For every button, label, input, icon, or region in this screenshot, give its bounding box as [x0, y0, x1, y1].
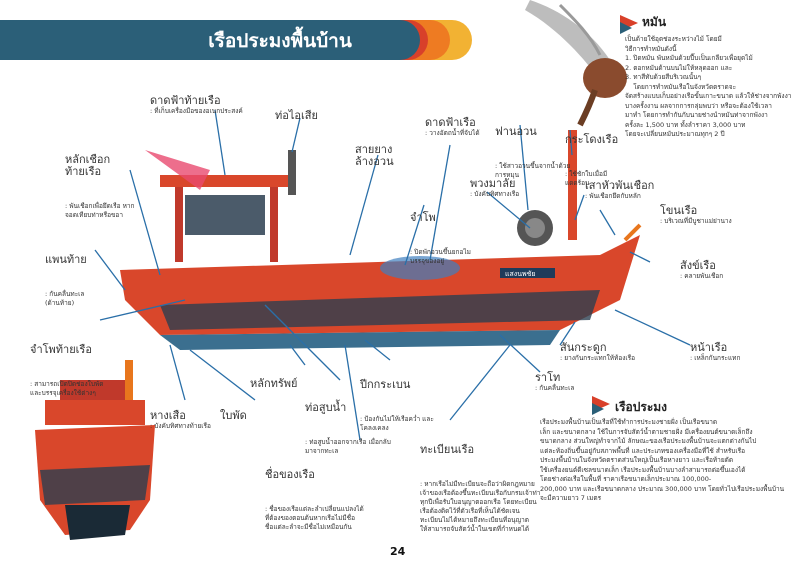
label-kradong-ruea: กระโดงเรือ : ใช้ชักใบเมื่อมี แดดร้อน — [565, 133, 619, 188]
page-number: 24 — [390, 545, 406, 558]
label-dad-fa-thai: ดาดฟ้าท้ายเรือ : ที่เก็บเครื่องมือของอเน… — [150, 94, 243, 116]
label-sai-yang: สายยาง ล้างอวน — [355, 143, 394, 168]
label-ra-tho: ราโท : กันคลื่นทะเล — [535, 371, 575, 393]
label-cham-pho: จำโพ : ปิดพักอวนขึ้นยกอไม บรรจุของอยู่ — [410, 211, 471, 266]
label-lak-chueak: หลักเชือก ท้ายเรือ : พันเชือกเพื่อยึดเรื… — [65, 153, 135, 220]
hook-section-body: เป็นด้ายใช้อุดช่องระหว่างไม้ โดยมี วิธีก… — [625, 35, 792, 138]
boat-hull-name: แสงนพชัย — [505, 270, 535, 278]
leader-lines — [94, 109, 691, 441]
label-sang-ruea: สังข์เรือ : คลายพันเชือก — [680, 259, 724, 281]
page-title: เรือประมงพื้นบ้าน — [208, 30, 352, 52]
label-chue-ruea: ชื่อของเรือ : ชื่อของเรือแต่ละลำเปลี่ยนแ… — [265, 468, 364, 532]
rope-photo — [525, 0, 627, 127]
info-section-body: เรือประมงพื้นบ้านเป็นเรือที่ใช้ทำการประม… — [540, 418, 785, 502]
label-tho-sub-nam: ท่อสูบน้ำ : ท่อสูบน้ำออกจากเรือ เมื่อกลั… — [305, 401, 391, 456]
boat-rear-photo — [35, 360, 155, 540]
label-thabian-ruea: ทะเบียนเรือ : หากเรือไม่มีทะเบียนจะถือว่… — [420, 443, 541, 534]
label-pik-krabon: ปีกกระเบน : ป้องกันไม่ให้เรือคว่ำ และ โค… — [360, 378, 434, 433]
label-hang-suea: หางเสือ : บังคับทิศทางท้ายเรือ — [150, 409, 211, 431]
label-bai-phat: ใบพัด — [220, 409, 247, 422]
label-cham-pho-thai: จำโพท้ายเรือ : สามารถเปิดปิดช่องใบพัด แล… — [30, 343, 104, 398]
label-dad-fa-ruea: ดาดฟ้าเรือ : วางอัตถน้ำที่จับได้ — [425, 116, 480, 138]
title-banner — [0, 20, 420, 60]
info-section-title: เรือประมง — [615, 400, 668, 414]
label-sao-hua: เสาหัวพันเชือก : พันเชือกยึดกับหลัก — [585, 179, 655, 201]
label-na-ruea: หน้าเรือ : เหล็กกันกระแทก — [690, 341, 741, 363]
info-logo-icon — [592, 396, 610, 415]
hook-logo-icon — [620, 15, 638, 34]
label-lak-sap: หลักทรัพย์ — [250, 377, 298, 390]
label-chong-ruea: โขนเรือ : บริเวณที่มีบูชาแม่ย่านาง — [660, 204, 732, 226]
label-tho-ai-sia: ท่อไอเสีย — [275, 109, 318, 122]
label-fan-uan: ฟานอวน : ใช้สาวอวนขึ้นจากน้ำด้วย การหมุน — [495, 125, 571, 180]
main-boat: แสงนพชัย — [120, 130, 642, 350]
label-phaen-thai: แพนท้าย : กันคลื่นทะเล (ด้านท้าย) — [45, 253, 87, 308]
label-phuang-malai: พวงมาลัย : บังคับทิศทางเรือ — [470, 177, 520, 199]
label-san-kradook: สันกระดูก : ยางกันกระแทกให้ท้องเรือ — [560, 341, 636, 363]
hook-section-title: หมัน — [642, 15, 667, 29]
